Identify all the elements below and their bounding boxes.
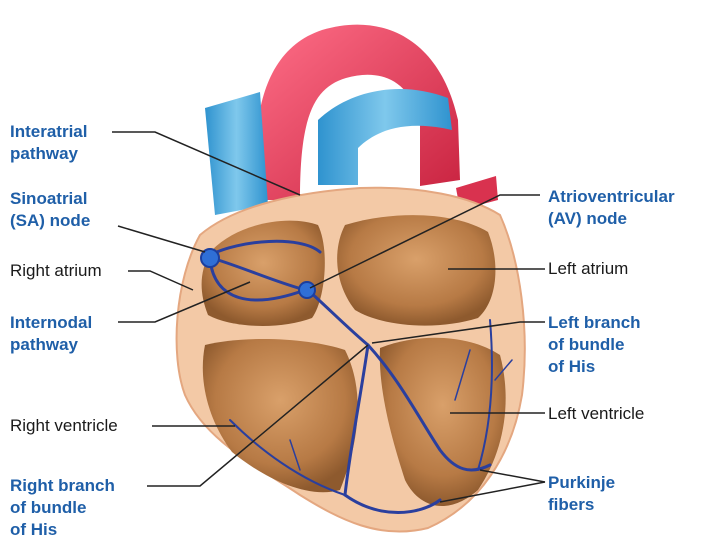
label-right-branch-bundle-his: Right branch of bundle of His [10,475,115,541]
left-atrium-chamber [337,215,495,325]
label-sinoatrial-node: Sinoatrial (SA) node [10,188,90,232]
great-vessels [205,25,498,215]
label-left-branch-bundle-his: Left branch of bundle of His [548,312,641,378]
label-right-ventricle: Right ventricle [10,415,118,437]
superior-vena-cava [205,92,268,215]
label-purkinje-fibers: Purkinje fibers [548,472,615,516]
label-left-ventricle: Left ventricle [548,403,644,425]
label-internodal-pathway: Internodal pathway [10,312,92,356]
right-ventricle-chamber [203,339,358,492]
label-left-atrium: Left atrium [548,258,628,280]
label-right-atrium: Right atrium [10,260,102,282]
label-atrioventricular-node: Atrioventricular (AV) node [548,186,675,230]
label-interatrial-pathway: Interatrial pathway [10,121,87,165]
av-node [299,282,315,298]
leader-sa-node [118,226,205,252]
